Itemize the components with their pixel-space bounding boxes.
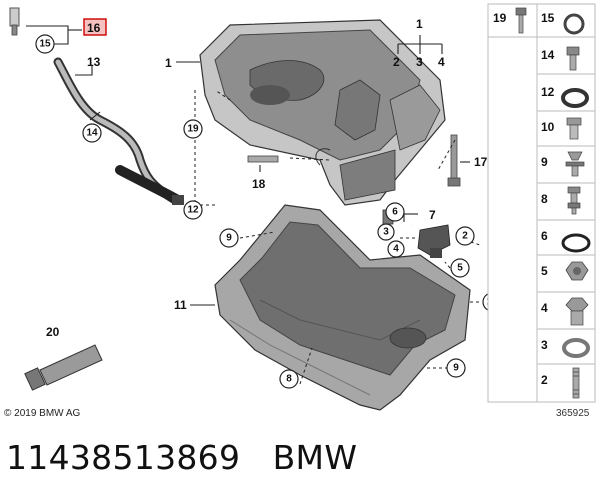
callout-18: 18 (252, 177, 266, 191)
legend-label-8: 8 (541, 192, 548, 206)
callout-13: 13 (87, 55, 101, 69)
legend-label-10: 10 (541, 120, 555, 134)
callout-2-top: 2 (393, 55, 400, 69)
circle-callout-19: 19 (187, 124, 199, 135)
circled-callouts: 15 14 19 12 9 8 9 3 4 5 2 10 (35, 34, 502, 389)
legend-label-6: 6 (541, 229, 548, 243)
upper-oil-pan-illustration (199, 19, 446, 206)
circle-callout-14: 14 (86, 128, 98, 139)
parts-legend: 19 15 14 12 10 9 8 (487, 3, 596, 403)
legend-plug-10-icon (566, 117, 582, 140)
legend-clip-9-icon (565, 151, 585, 177)
legend-drain-plug-4-icon (565, 297, 589, 326)
part-number-caption: 11438513869 BMW (6, 438, 358, 477)
circle-callout-15: 15 (39, 39, 51, 50)
circle-callout-5: 5 (457, 263, 463, 274)
bolt-17-illustration (447, 134, 461, 187)
circle-callout-4: 4 (393, 244, 399, 255)
legend-label-9: 9 (541, 155, 548, 169)
circle-callout-9-right: 9 (453, 363, 459, 374)
leader-lines (26, 25, 481, 385)
legend-label-12: 12 (541, 85, 555, 99)
callout-1-top: 1 (416, 17, 423, 31)
callout-11: 11 (174, 298, 187, 312)
legend-label-15: 15 (541, 11, 555, 25)
circle-callout-3: 3 (383, 227, 389, 238)
circle-callout-12: 12 (187, 205, 199, 216)
circle-callout-2: 2 (462, 231, 468, 242)
dowel-pin-18-illustration (247, 155, 279, 163)
callout-1-left: 1 (165, 56, 172, 70)
callout-4-top: 4 (438, 55, 445, 69)
oil-dipstick-illustration (9, 7, 184, 205)
legend-washer-3-icon (562, 338, 590, 358)
legend-o-ring-15-icon (563, 13, 585, 35)
legend-label-2: 2 (541, 373, 548, 387)
circle-callout-8: 8 (286, 374, 292, 385)
callout-20: 20 (46, 325, 60, 339)
legend-label-14: 14 (541, 48, 555, 62)
callout-3-top: 3 (416, 55, 423, 69)
legend-nut-5-icon (565, 261, 589, 281)
legend-screw-8-icon (567, 186, 581, 215)
legend-label-19: 19 (493, 11, 507, 25)
number-callouts: 13 1 1 2 3 4 17 18 11 20 7 (46, 17, 488, 339)
legend-label-4: 4 (541, 301, 548, 315)
copyright-text: © 2019 BMW AG (4, 408, 81, 419)
callout-6-box: 6 (385, 202, 405, 222)
image-number: 365925 (556, 408, 590, 419)
callout-16: 16 (87, 21, 101, 35)
callout-16-box: 16 (83, 18, 107, 36)
lower-oil-pan-illustration (214, 204, 471, 411)
legend-label-3: 3 (541, 338, 548, 352)
callout-6: 6 (392, 207, 398, 218)
circle-callout-9-left: 9 (226, 233, 232, 244)
legend-stud-2-icon (572, 367, 580, 399)
callout-7: 7 (429, 208, 436, 222)
sealant-tube-20-illustration (24, 344, 103, 391)
legend-gasket-6-icon (561, 233, 591, 253)
legend-bolt-19-icon (515, 7, 527, 34)
callout-17: 17 (474, 155, 488, 169)
legend-label-5: 5 (541, 264, 548, 278)
legend-bolt-14-icon (566, 46, 580, 71)
legend-seal-ring-12-icon (561, 88, 589, 108)
